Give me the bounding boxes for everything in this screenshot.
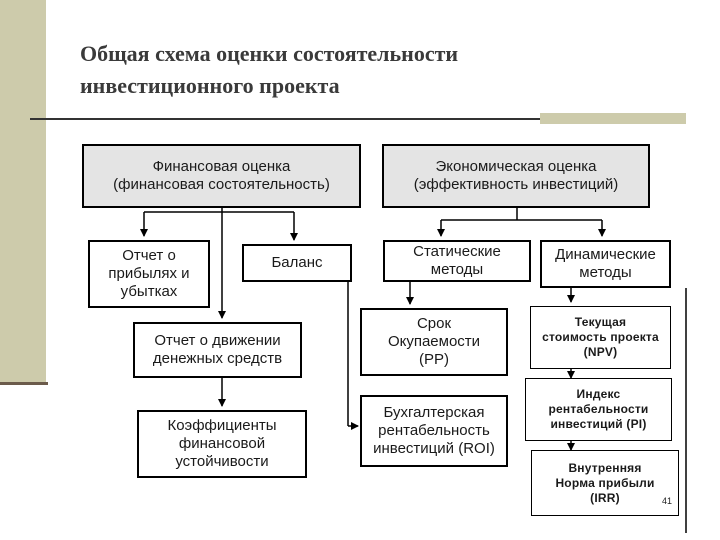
title-divider-block — [540, 113, 686, 124]
page-number: 41 — [662, 496, 673, 506]
side-decor-band — [0, 0, 46, 384]
slide-title: Общая схема оценки состоятельности инвес… — [80, 41, 459, 98]
balance-box: Баланс — [242, 244, 352, 282]
stability-coefficients-box: Коэффициенты финансовой устойчивости — [137, 410, 307, 478]
financial-assessment-box: Финансовая оценка (финансовая состоятель… — [82, 144, 361, 208]
dynamic-methods-box: Динамические методы — [540, 240, 671, 288]
pi-box: Индекс рентабельности инвестиций (PI) — [525, 378, 672, 441]
static-methods-box: Статические методы — [383, 240, 531, 282]
cashflow-report-box: Отчет о движении денежных средств — [133, 322, 302, 378]
economic-assessment-box: Экономическая оценка (эффективность инве… — [382, 144, 650, 208]
irr-box: Внутренняя Норма прибыли (IRR) — [531, 450, 679, 516]
profit-loss-report-box: Отчет о прибылях и убытках — [88, 240, 210, 308]
payback-period-box: Срок Окупаемости (PP) — [360, 308, 508, 376]
npv-box: Текущая стоимость проекта (NPV) — [530, 306, 671, 369]
side-decor-line — [0, 382, 48, 385]
roi-box: Бухгалтерская рентабельность инвестиций … — [360, 395, 508, 467]
title-divider — [30, 118, 540, 120]
